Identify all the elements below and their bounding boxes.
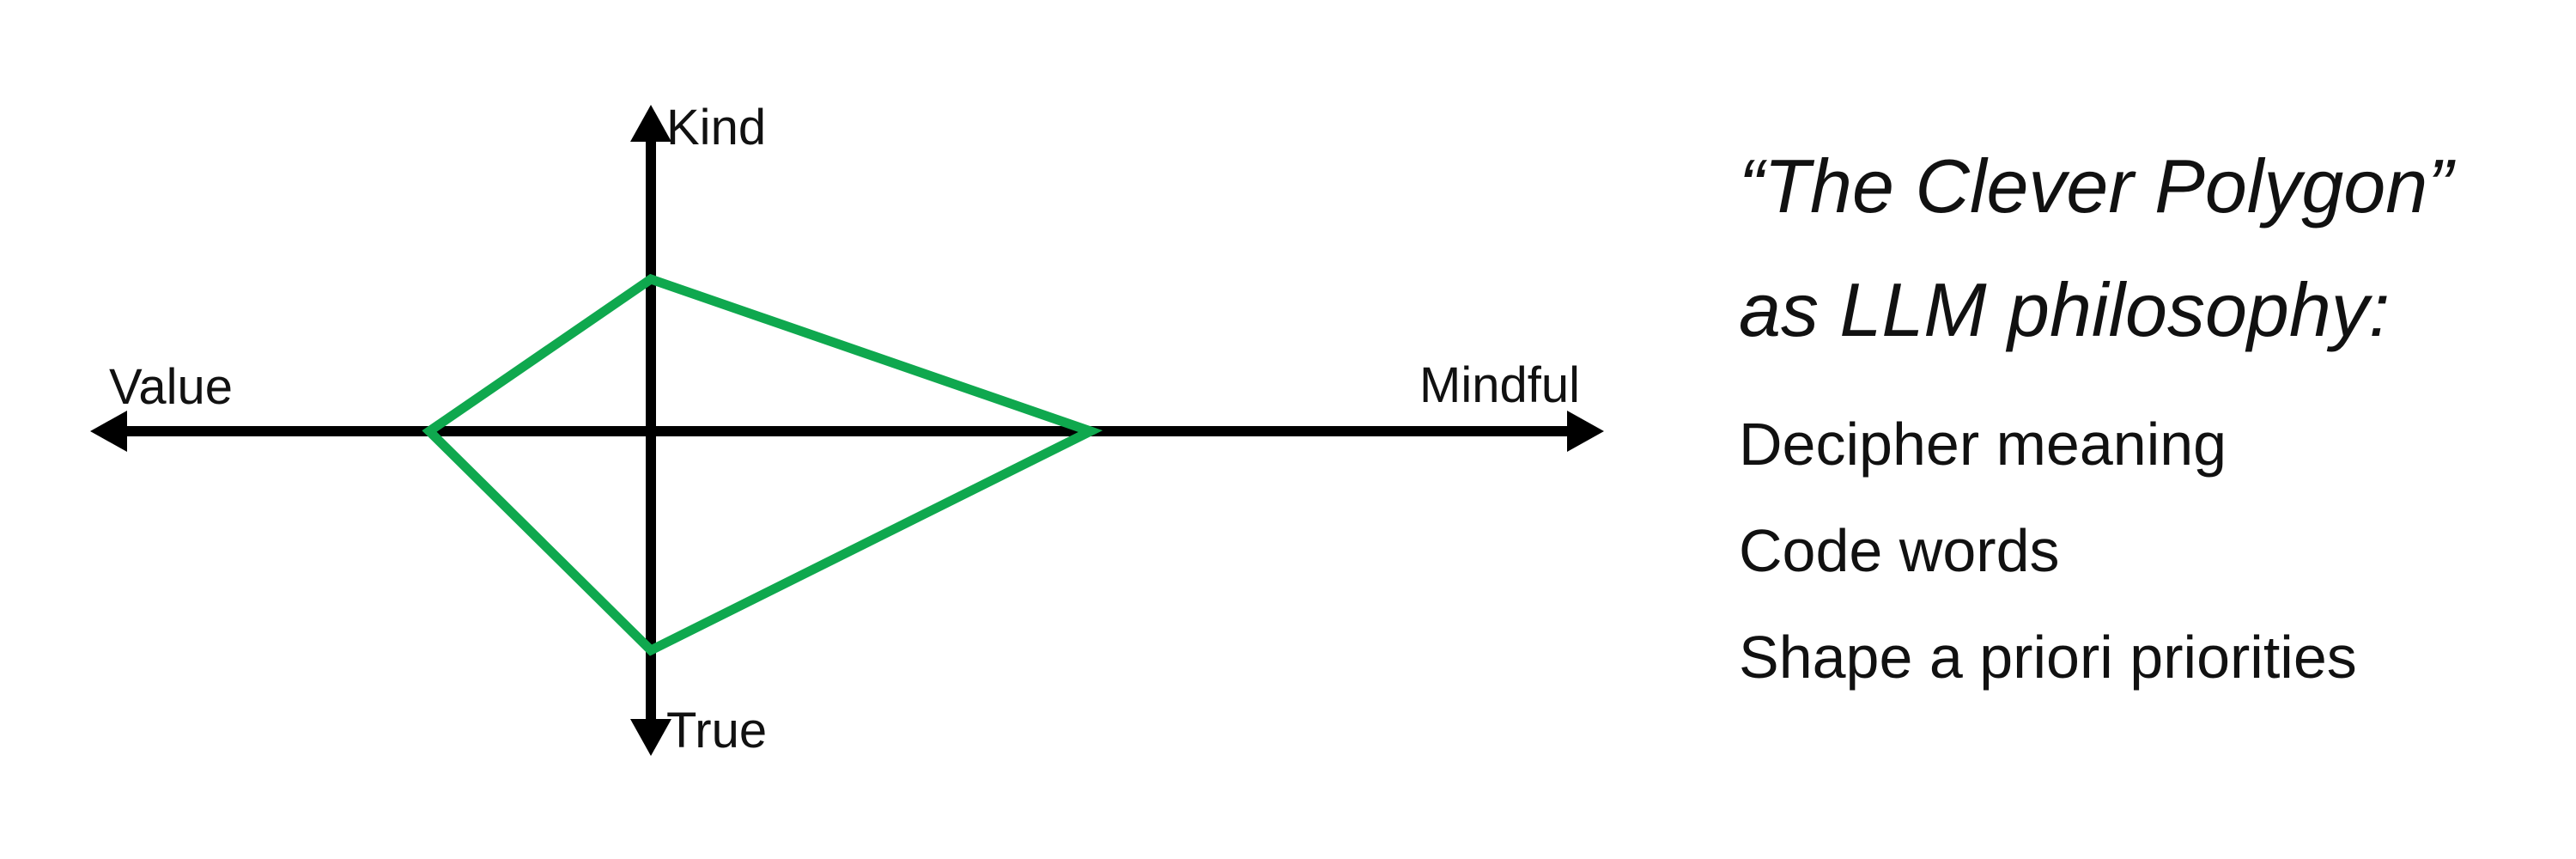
principles-list: Decipher meaning Code words Shape a prio… xyxy=(1739,391,2512,710)
left-arrowhead-icon xyxy=(90,411,127,452)
clever-polygon-shape xyxy=(422,273,1103,656)
list-item: Code words xyxy=(1739,517,2060,584)
down-arrowhead-icon xyxy=(630,719,671,756)
up-arrowhead-icon xyxy=(630,105,671,142)
panel-title-line-2: as LLM philosophy: xyxy=(1739,267,2391,352)
axis-label-kind: Kind xyxy=(666,100,766,155)
axis-label-value: Value xyxy=(109,359,233,415)
list-item: Shape a priori priorities xyxy=(1739,624,2357,691)
philosophy-panel: “The Clever Polygon” as LLM philosophy: … xyxy=(1739,125,2512,710)
panel-title-line-1: “The Clever Polygon” xyxy=(1739,143,2453,228)
axis-label-true: True xyxy=(666,703,767,758)
list-item: Decipher meaning xyxy=(1739,411,2227,478)
axis-label-mindful: Mindful xyxy=(1419,357,1580,413)
right-arrowhead-icon xyxy=(1567,411,1604,452)
